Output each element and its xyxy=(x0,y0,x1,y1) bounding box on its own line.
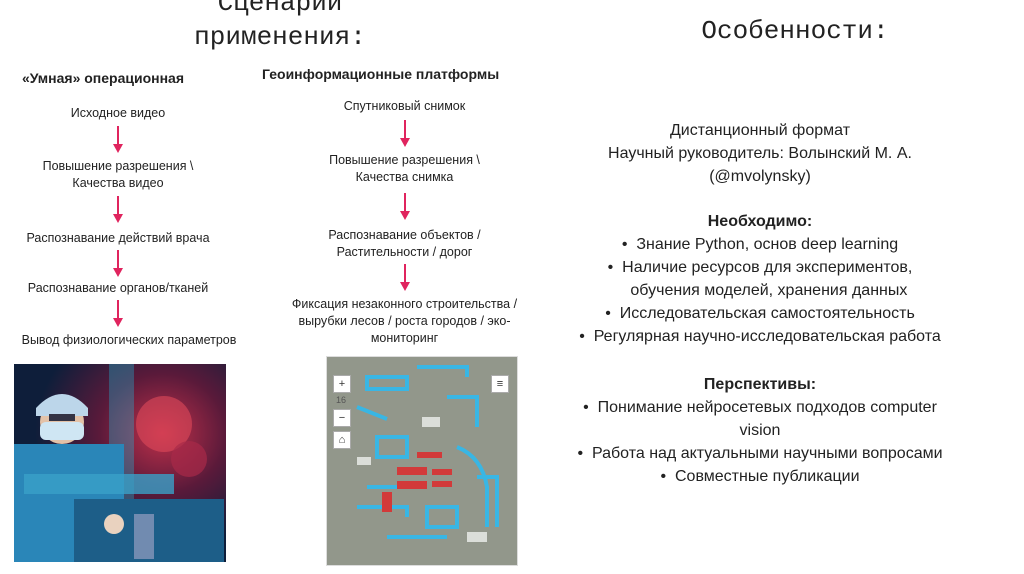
prospect-item: • Совместные публикации xyxy=(660,468,860,485)
zoom-out-button[interactable]: − xyxy=(333,409,351,427)
arrow-down xyxy=(113,250,123,278)
requirement-item: • Исследовательская самостоятельность xyxy=(605,305,915,322)
step-physiology: Вывод физиологических параметров xyxy=(21,333,237,347)
step-upscale-2: Качества снимка xyxy=(355,170,454,184)
step-satellite: Спутниковый снимок xyxy=(343,99,466,113)
features-info: Дистанционный формат Научный руководител… xyxy=(560,119,960,188)
arrow-down xyxy=(113,300,123,328)
step-upscale-2: Качества видео xyxy=(72,176,164,190)
step-objects-2: Растительности / дорог xyxy=(336,245,473,259)
arrow-down xyxy=(113,126,123,154)
step-objects-1: Распознавание объектов / xyxy=(328,228,481,242)
smart-operating-room-heading: «Умная» операционная xyxy=(22,70,185,86)
format-line: Дистанционный формат xyxy=(669,122,851,139)
step-monitoring-2: вырубки лесов / роста городов / эко- xyxy=(298,314,511,328)
surgery-photo xyxy=(14,364,226,562)
step-upscale-1: Повышение разрешения \ xyxy=(42,159,194,173)
requirements-block: Необходимо: • Знание Python, основ deep … xyxy=(560,210,960,348)
satellite-map[interactable]: + 16 − ⌂ ≡ xyxy=(326,356,518,566)
requirement-item: • Знание Python, основ deep learning xyxy=(621,236,899,253)
zoom-in-button[interactable]: + xyxy=(333,375,351,393)
prospect-item-cont: vision xyxy=(739,422,781,439)
step-monitoring-3: мониторинг xyxy=(370,331,439,345)
arrow-down xyxy=(400,120,410,148)
step-doctor-actions: Распознавание действий врача xyxy=(26,231,210,245)
step-organs: Распознавание органов/тканей xyxy=(27,281,209,295)
requirement-item: • Регулярная научно-исследовательская ра… xyxy=(579,328,941,345)
features-title: Особенности: xyxy=(701,16,889,46)
arrow-down xyxy=(113,196,123,224)
prospect-item: • Понимание нейросетевых подходов comput… xyxy=(583,399,937,416)
arrow-down xyxy=(400,264,410,292)
prospect-item: • Работа над актуальными научными вопрос… xyxy=(577,445,943,462)
step-upscale-1: Повышение разрешения \ xyxy=(329,153,480,167)
requirements-heading: Необходимо: xyxy=(707,213,813,230)
scenarios-title: Сценарии применения: xyxy=(194,0,366,52)
step-monitoring-1: Фиксация незаконного строительства / xyxy=(291,297,518,311)
requirement-item-cont: обучения моделей, хранения данных xyxy=(630,282,908,299)
prospects-block: Перспективы: • Понимание нейросетевых по… xyxy=(560,373,960,488)
prospects-heading: Перспективы: xyxy=(703,376,817,393)
step-source-video: Исходное видео xyxy=(70,106,166,120)
home-icon[interactable]: ⌂ xyxy=(333,431,351,449)
requirement-item: • Наличие ресурсов для экспериментов, xyxy=(607,259,913,276)
supervisor-handle: (@mvolynsky) xyxy=(709,168,811,185)
zoom-level: 16 xyxy=(335,395,346,405)
arrow-down xyxy=(400,193,410,221)
supervisor-line: Научный руководитель: Волынский М. А. xyxy=(608,145,912,162)
layers-icon[interactable]: ≡ xyxy=(491,375,509,393)
geo-platforms-heading: Геоинформационные платформы xyxy=(262,66,500,82)
